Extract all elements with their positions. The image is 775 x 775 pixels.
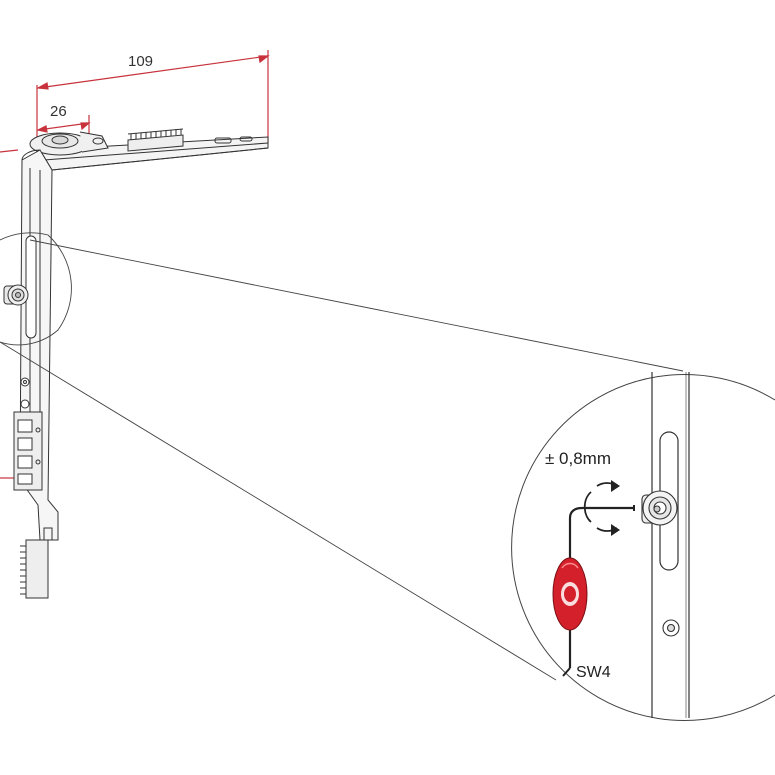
dimension-lines — [0, 50, 270, 479]
adjustment-screw-icon — [641, 490, 678, 526]
guide-line-lower — [0, 341, 557, 681]
detail-hole — [662, 619, 680, 637]
dimension-26-label: 26 — [50, 103, 67, 120]
hex-key-icon — [552, 505, 635, 677]
vertical-arm — [3, 149, 59, 599]
guide-line-upper — [29, 239, 684, 372]
dimension-26 — [36, 115, 91, 150]
left-stub-top — [0, 149, 19, 153]
detail-view: ± 0,8mm SW4 — [511, 372, 775, 721]
detail-circle — [511, 374, 775, 721]
magnifier-guides — [0, 232, 684, 681]
dimension-109-label: 109 — [128, 53, 153, 70]
magnifier-source-circle — [0, 232, 72, 346]
horizontal-arm — [29, 128, 269, 171]
adjustment-range-label: ± 0,8mm — [545, 449, 611, 468]
tool-size-label: SW4 — [576, 664, 611, 681]
hinge-assembly — [3, 128, 269, 599]
